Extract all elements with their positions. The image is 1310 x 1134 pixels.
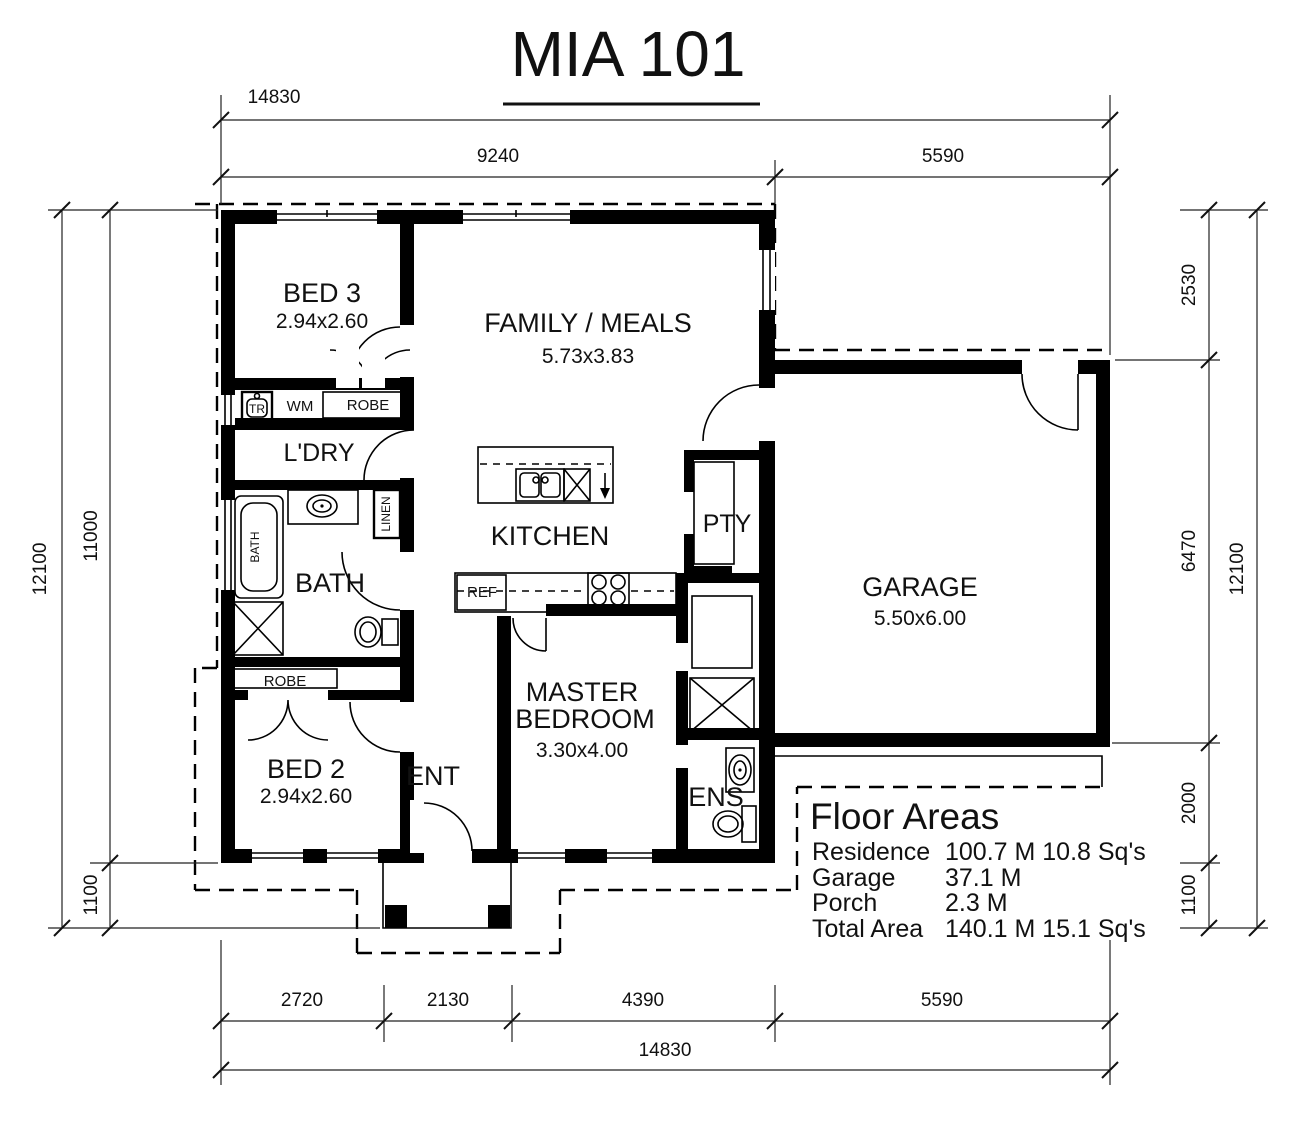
laundry-label: L'DRY: [283, 439, 354, 467]
dim-right-seg3: 2000: [1179, 782, 1200, 824]
washing-machine-label: WM: [287, 398, 314, 415]
garage-size: 5.50x6.00: [874, 607, 966, 630]
garage-entry-door: [1021, 373, 1079, 431]
trough-label: TR: [249, 402, 265, 416]
bath-vanity-icon: [287, 489, 359, 525]
robe-bed3-label: ROBE: [347, 397, 390, 414]
dim-bottom-seg2: 2130: [427, 990, 469, 1011]
floor-areas-heading: Floor Areas: [810, 796, 999, 837]
window-bed2-bottom-2: [327, 849, 378, 863]
dim-bottom-overall: 14830: [639, 1040, 692, 1061]
window-bed2-bottom-1: [252, 849, 303, 863]
master-size: 3.30x4.00: [536, 739, 628, 762]
master-robe-shelves: [691, 595, 753, 669]
window-bath-left: [221, 500, 235, 590]
robe-bed3-box: [322, 391, 413, 419]
bed2-size: 2.94x2.60: [260, 785, 352, 808]
floor-areas-row-label: Total Area: [812, 915, 923, 943]
dim-top-overall: 14830: [248, 87, 301, 108]
ensuite-toilet-icon: [712, 805, 757, 843]
window-laundry-left: [221, 395, 235, 425]
dim-bottom-seg4: 5590: [921, 990, 963, 1011]
dim-right-seg2: 6470: [1179, 530, 1200, 572]
entry-door-leaf: [410, 800, 424, 853]
family-label: FAMILY / MEALS: [484, 308, 692, 338]
robe-bed3-door-leaf: [336, 346, 359, 388]
master-label-2: BEDROOM: [515, 704, 655, 734]
linen-cupboard: [372, 488, 402, 540]
garage-slab-edge: [774, 755, 1103, 787]
pantry-label: PTY: [703, 510, 752, 538]
bath-toilet-icon: [354, 616, 399, 648]
doors: [247, 326, 1079, 853]
floor-areas-row-label: Residence: [812, 838, 930, 866]
ensuite-label: ENS: [688, 782, 744, 812]
fixtures: [232, 390, 1103, 929]
bathtub-icon: [234, 495, 284, 599]
fridge-label: REF: [467, 584, 497, 601]
bath-label: BATH: [295, 568, 365, 598]
entry-label: ENT: [406, 761, 460, 791]
dim-bottom-seg3: 4390: [622, 990, 664, 1011]
window-family-east: [759, 250, 775, 310]
garage-internal-door-leaf: [703, 434, 759, 448]
floor-areas-row-value: 2.3 M: [945, 889, 1008, 917]
kitchen-label: KITCHEN: [491, 521, 610, 551]
dim-right-seg1: 2530: [1179, 264, 1200, 306]
bed2-door-arc: [349, 701, 401, 753]
ensuite-shower-icon: [689, 677, 755, 733]
dim-bottom-seg1: 2720: [281, 990, 323, 1011]
bed3-size: 2.94x2.60: [276, 310, 368, 333]
linen-label: LINEN: [379, 496, 393, 531]
garage-label: GARAGE: [862, 572, 978, 602]
fixture-labels: TR WM ROBE ROBE LINEN REF BATH: [248, 397, 497, 690]
bed3-label: BED 3: [283, 278, 361, 308]
robe-bed2-label: ROBE: [264, 673, 307, 690]
bath-shower-icon: [232, 601, 284, 656]
master-label-1: MASTER: [526, 677, 639, 707]
floor-areas-row-value: 140.1 M 15.1 Sq's: [945, 915, 1146, 943]
window-bed3-top: [277, 210, 377, 224]
family-size: 5.73x3.83: [542, 345, 634, 368]
dim-right-seg4: 1100: [1179, 875, 1200, 916]
garage-internal-door-arc: [702, 384, 760, 442]
dimensions: 14830 9240 5590 2720 2130 4390 5590 1483…: [30, 87, 1268, 1085]
kitchen-bench: [454, 572, 677, 613]
window-master-bottom-1: [518, 849, 565, 863]
floor-areas-row-label: Garage: [812, 864, 895, 892]
bed2-label: BED 2: [267, 754, 345, 784]
master-door-arc: [512, 617, 547, 652]
window-family-top: [463, 210, 570, 224]
dim-left-seg1: 11000: [81, 510, 102, 561]
room-labels: BED 3 2.94x2.60 FAMILY / MEALS 5.73x3.83…: [260, 278, 978, 812]
dim-top-seg1: 9240: [477, 146, 519, 167]
stove-icon: [587, 572, 630, 608]
dim-left-overall: 12100: [30, 543, 51, 596]
dim-right-overall: 12100: [1227, 543, 1248, 596]
laundry-trough-icon: [240, 390, 274, 424]
dim-left-seg2: 1100: [81, 875, 102, 916]
floor-areas: Floor Areas Residence 100.7 M 10.8 Sq's …: [810, 796, 1146, 943]
robe-bed2-box: [232, 668, 338, 689]
laundry-door-arc: [363, 429, 415, 481]
bathtub-label: BATH: [248, 531, 262, 562]
window-master-bottom-2: [607, 849, 652, 863]
robe-bed2-door-arcs: [247, 699, 329, 741]
robe-bed3-door-leaf: [362, 346, 385, 388]
floor-areas-row-value: 37.1 M: [945, 864, 1021, 892]
entry-porch: [382, 863, 512, 929]
dim-top-seg2: 5590: [922, 146, 964, 167]
windows: [221, 210, 775, 863]
entry-door-arc: [423, 802, 473, 852]
pantry-shelves: [693, 461, 735, 565]
ensuite-vanity-icon: [725, 747, 755, 793]
floor-areas-row-label: Porch: [812, 889, 877, 917]
kitchen-island: [477, 446, 614, 504]
floor-areas-row-value: 100.7 M 10.8 Sq's: [945, 838, 1146, 866]
plan-title: MIA 101: [511, 18, 746, 90]
door-openings: [248, 325, 1078, 863]
bath-door-arc: [341, 551, 401, 611]
